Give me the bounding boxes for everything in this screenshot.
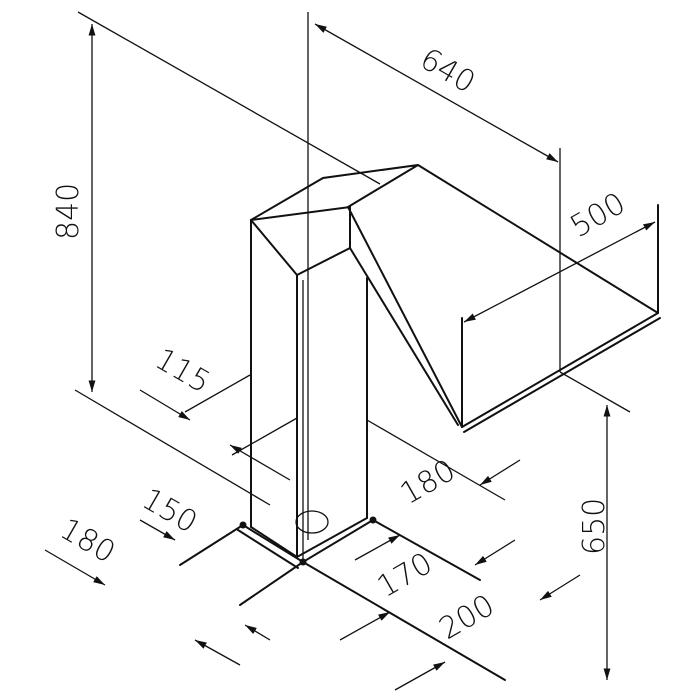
dim-200: 200 bbox=[434, 588, 501, 647]
duct-hole bbox=[295, 510, 329, 534]
dim-650: 650 bbox=[577, 498, 612, 555]
chimney bbox=[250, 12, 419, 560]
dim-840: 840 bbox=[51, 183, 86, 240]
dim-640: 640 bbox=[414, 42, 481, 101]
dim-150: 150 bbox=[136, 482, 203, 541]
dim-500: 500 bbox=[565, 186, 632, 245]
extension-lines bbox=[74, 11, 631, 506]
mounting-plate bbox=[179, 516, 506, 681]
dim-180-right: 180 bbox=[395, 453, 462, 512]
dim-115: 115 bbox=[149, 342, 216, 401]
dim-170: 170 bbox=[372, 546, 439, 605]
dimension-lines bbox=[44, 23, 656, 691]
